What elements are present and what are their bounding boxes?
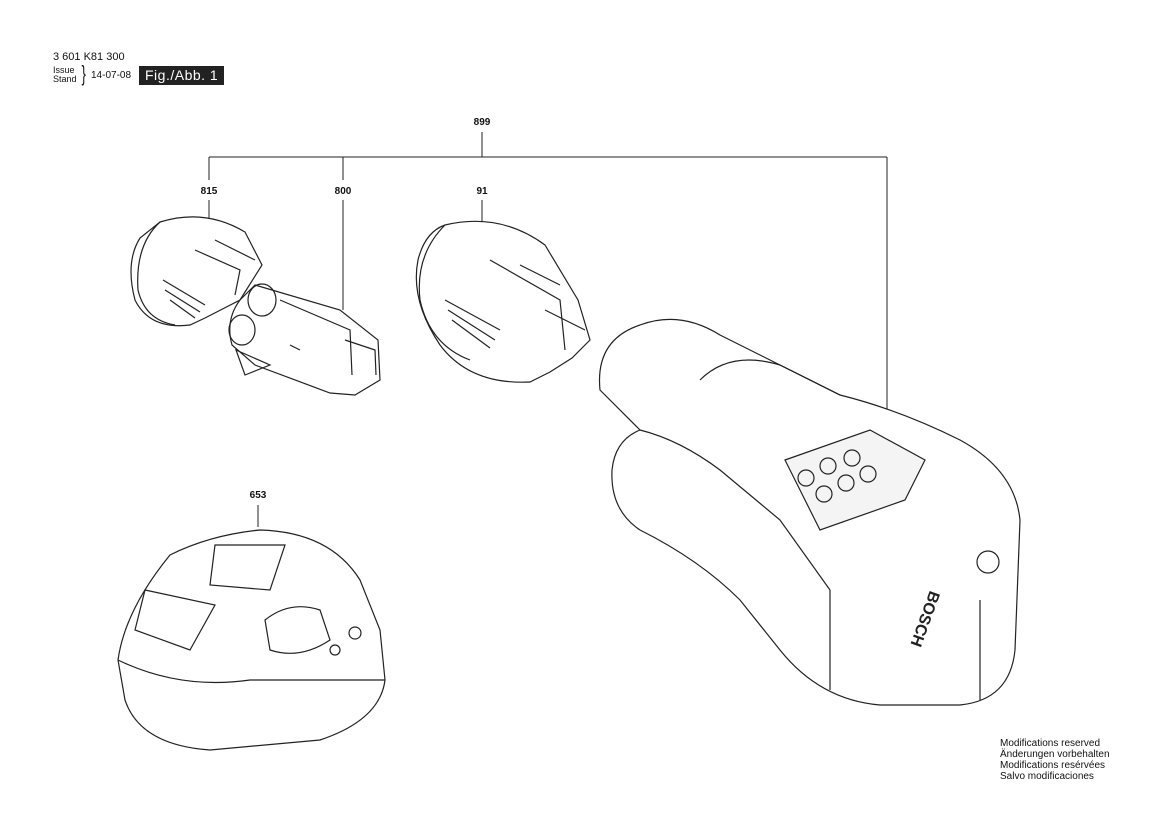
issue-date: 14-07-08: [91, 70, 132, 81]
notice-line-es: Salvo modificaciones: [1000, 771, 1094, 782]
part-label-899: 899: [473, 117, 491, 128]
issue-stand-label: Issue Stand: [53, 66, 77, 84]
brace: }: [81, 61, 86, 86]
part-653-charger: [117, 529, 386, 751]
document-number: 3 601 K81 300: [53, 51, 125, 63]
figure-label: Fig./Abb. 1: [139, 66, 225, 85]
part-label-800: 800: [334, 186, 352, 197]
part-label-815: 815: [200, 186, 218, 197]
part-91-battery: [415, 220, 591, 383]
issue-label: Issue: [53, 65, 75, 75]
part-label-653: 653: [249, 490, 267, 501]
notice-line-en: Modifications reserved: [1000, 738, 1101, 749]
notice-line-de: Änderungen vorbehalten: [1000, 749, 1110, 760]
stand-label: Stand: [53, 74, 77, 84]
part-label-91: 91: [476, 186, 488, 197]
detector-tool: BOSCH: [598, 318, 1021, 706]
part-800-cell-holder: [228, 283, 381, 396]
modifications-notice: Modifications reserved Änderungen vorbeh…: [1000, 738, 1110, 782]
part-815-cover: [130, 216, 263, 327]
leader-lines: [208, 132, 888, 527]
notice-line-fr: Modifications resérvées: [1000, 760, 1106, 771]
